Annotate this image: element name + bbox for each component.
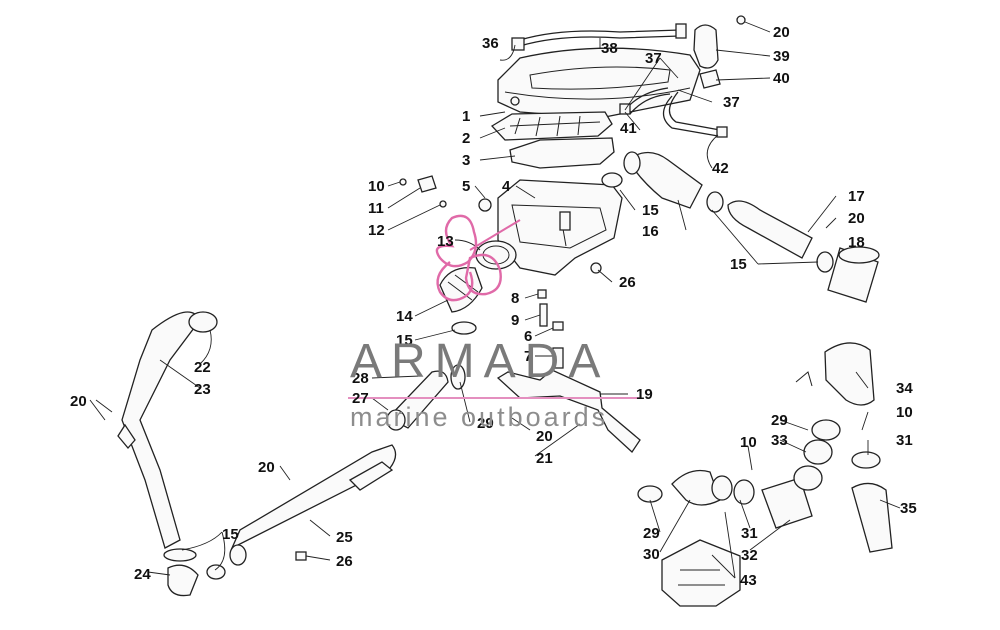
air-filter: [490, 111, 613, 141]
watermark-brand: ARMADA: [350, 335, 610, 388]
callout-20-center: 20: [536, 428, 553, 445]
callout-20-top: 20: [773, 24, 790, 41]
callout-15-right: 15: [730, 256, 747, 273]
callout-17: 17: [848, 188, 865, 205]
callout-16: 16: [642, 223, 659, 240]
callout-34: 34: [896, 380, 913, 397]
vent-hose-38: [511, 23, 687, 51]
callout-3: 3: [462, 152, 470, 169]
callout-15-bottom: 15: [222, 526, 239, 543]
callout-39: 39: [773, 48, 790, 65]
callout-6: 6: [524, 328, 532, 345]
callout-11: 11: [368, 200, 384, 217]
callout-29-center: 29: [477, 415, 494, 432]
callout-24: 24: [134, 566, 151, 583]
exhaust-elbow-30: [637, 469, 733, 506]
armada-logo-icon: [435, 214, 521, 302]
drain-hose-23: [117, 311, 218, 597]
callout-43: 43: [740, 572, 757, 589]
callout-40: 40: [773, 70, 790, 87]
callout-29-right: 29: [771, 412, 788, 429]
callout-5: 5: [462, 178, 470, 195]
callout-15-left: 15: [396, 332, 413, 349]
callout-28: 28: [352, 370, 369, 387]
callout-25: 25: [336, 529, 353, 546]
muffler-pipe-34: [795, 342, 875, 406]
callout-2: 2: [462, 130, 470, 147]
callout-23: 23: [194, 381, 211, 398]
callout-37-right: 37: [723, 94, 740, 111]
callout-22: 22: [194, 359, 211, 376]
clamps-29-33: [793, 419, 841, 491]
callout-26-bottom: 26: [336, 553, 353, 570]
callout-42: 42: [712, 160, 729, 177]
callout-labels: 1 2 3 4 5 10 11 12 13 14 15 8 9 6 7 26 3…: [70, 24, 917, 589]
callout-27: 27: [352, 390, 369, 407]
callout-36: 36: [482, 35, 499, 52]
callout-7: 7: [524, 348, 532, 365]
callout-10-lower: 10: [740, 434, 757, 451]
intake-duct-17: [727, 200, 834, 273]
coupler-32: [733, 477, 813, 529]
callout-32: 32: [741, 547, 758, 564]
callout-13: 13: [437, 233, 454, 250]
callout-29-lower: 29: [643, 525, 660, 542]
elbow-duct-16: [601, 151, 724, 213]
tee-fitting-39: [693, 15, 746, 89]
callout-26-center: 26: [619, 274, 636, 291]
outlet-duct-25: [206, 444, 397, 580]
callout-37-top: 37: [645, 50, 662, 67]
vent-hose-41-42: [619, 87, 728, 138]
callout-21: 21: [536, 450, 553, 467]
callout-15-upper: 15: [642, 202, 659, 219]
airbox-base: [497, 179, 623, 276]
duct-27-28: [386, 364, 466, 431]
callout-41: 41: [620, 120, 637, 137]
callout-10-right: 10: [896, 404, 913, 421]
heat-shield-43: [661, 539, 741, 607]
airbox-cover: [497, 47, 701, 119]
pre-filter-18: [827, 246, 880, 303]
callout-20-left: 20: [70, 393, 87, 410]
callout-20-right: 20: [848, 210, 865, 227]
callout-10-top: 10: [368, 178, 385, 195]
callout-38: 38: [601, 40, 618, 57]
callout-19: 19: [636, 386, 653, 403]
callout-30: 30: [643, 546, 660, 563]
callout-31-right: 31: [896, 432, 913, 449]
callout-18: 18: [848, 234, 865, 251]
small-hardware: [399, 175, 602, 369]
leader-lines: [89, 21, 901, 579]
callout-20-bottom: 20: [258, 459, 275, 476]
callout-9: 9: [511, 312, 519, 329]
callout-1: 1: [462, 108, 470, 125]
mount-bracket: [496, 369, 641, 453]
callout-12: 12: [368, 222, 385, 239]
filter-foam: [509, 137, 615, 169]
callout-14: 14: [396, 308, 413, 325]
callout-35: 35: [900, 500, 917, 517]
watermark-tagline: marine outboards: [350, 402, 609, 432]
callout-8: 8: [511, 290, 519, 307]
callout-31-lower: 31: [741, 525, 758, 542]
callout-33: 33: [771, 432, 788, 449]
callout-4: 4: [502, 178, 511, 195]
